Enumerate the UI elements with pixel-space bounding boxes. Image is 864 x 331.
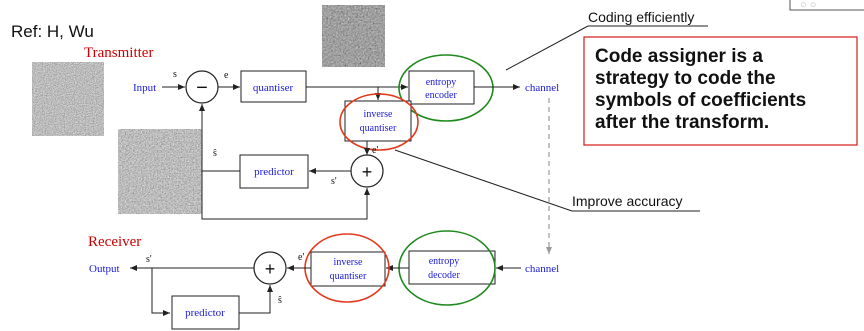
receiver-inverse-quantiser-label-line2: quantiser bbox=[330, 271, 367, 282]
inverse-quantiser-block bbox=[344, 100, 412, 142]
transmitter-adder-symbol: + bbox=[362, 162, 373, 182]
callout-line-2: strategy to code the bbox=[595, 68, 776, 89]
callout-line-4: after the transform. bbox=[595, 112, 769, 133]
transmitter-predictor-block bbox=[239, 154, 309, 189]
receiver-heading: Receiver bbox=[88, 234, 141, 250]
signal-e-label: e bbox=[224, 70, 229, 81]
input-image-thumbnail bbox=[32, 62, 104, 136]
transmitter-heading: Transmitter bbox=[84, 45, 153, 61]
entropy-decoder-label-line2: decoder bbox=[428, 270, 460, 281]
callout-line-3: symbols of coefficients bbox=[595, 90, 806, 111]
receiver-feedback-arrow bbox=[151, 268, 170, 316]
slide-frame-glyph: ○ ○ bbox=[800, 0, 816, 11]
receiver-signal-s-hat-label: ŝ bbox=[278, 295, 282, 306]
slide-frame-corner bbox=[789, 0, 864, 11]
signal-e-prime-label: e' bbox=[372, 145, 378, 156]
receiver-signal-e-prime-label: e' bbox=[298, 252, 304, 263]
improve-accuracy-pointer bbox=[394, 149, 573, 212]
error-image-thumbnail bbox=[322, 5, 385, 67]
receiver-inverse-quantiser-block bbox=[310, 251, 386, 287]
inverse-quantiser-highlight-ellipse bbox=[339, 93, 419, 151]
receiver-predictor-block bbox=[171, 295, 240, 330]
receiver-prediction-arrow bbox=[239, 285, 273, 314]
entropy-encoder-highlight-ellipse bbox=[398, 54, 494, 122]
input-label: Input bbox=[133, 82, 156, 94]
signal-s-label: s bbox=[173, 69, 177, 80]
coding-efficiently-pointer bbox=[505, 25, 589, 71]
improve-accuracy-note: Improve accuracy bbox=[572, 193, 682, 209]
receiver-channel-label: channel bbox=[525, 263, 559, 275]
receiver-predictor-label: predictor bbox=[185, 307, 225, 319]
entropy-decoder-block bbox=[408, 250, 496, 285]
coding-efficiently-note: Coding efficiently bbox=[588, 9, 694, 25]
prediction-feedback-arrow bbox=[199, 104, 240, 172]
reference-text: Ref: H, Wu bbox=[11, 22, 94, 41]
subtractor-symbol: − bbox=[196, 77, 208, 99]
receiver-signal-s-prime-label: s' bbox=[146, 254, 152, 265]
entropy-encoder-block bbox=[408, 70, 475, 105]
receiver-adder-symbol: + bbox=[265, 259, 276, 279]
code-assigner-callout-box bbox=[583, 36, 858, 146]
prediction-to-adder-arrow bbox=[201, 171, 370, 220]
callout-line-1: Code assigner is a bbox=[595, 46, 763, 67]
inverse-quantiser-label-line1: inverse bbox=[364, 109, 393, 120]
inverse-quantiser-label-line2: quantiser bbox=[360, 123, 397, 134]
quantiser-label: quantiser bbox=[253, 82, 294, 94]
signal-s-hat-label: ŝ bbox=[213, 148, 217, 159]
transmitter-channel-label: channel bbox=[525, 82, 559, 94]
receiver-inverse-quantiser-label-line1: inverse bbox=[334, 257, 363, 268]
prediction-image-thumbnail bbox=[118, 129, 202, 214]
entropy-decoder-label-line1: entropy bbox=[429, 256, 460, 267]
entropy-encoder-label-line2: encoder bbox=[425, 90, 457, 101]
output-label: Output bbox=[89, 263, 120, 275]
transmitter-predictor-label: predictor bbox=[254, 166, 294, 178]
entropy-encoder-label-line1: entropy bbox=[426, 77, 457, 88]
signal-s-prime-label: s' bbox=[331, 176, 337, 187]
quantiser-block bbox=[240, 70, 307, 103]
